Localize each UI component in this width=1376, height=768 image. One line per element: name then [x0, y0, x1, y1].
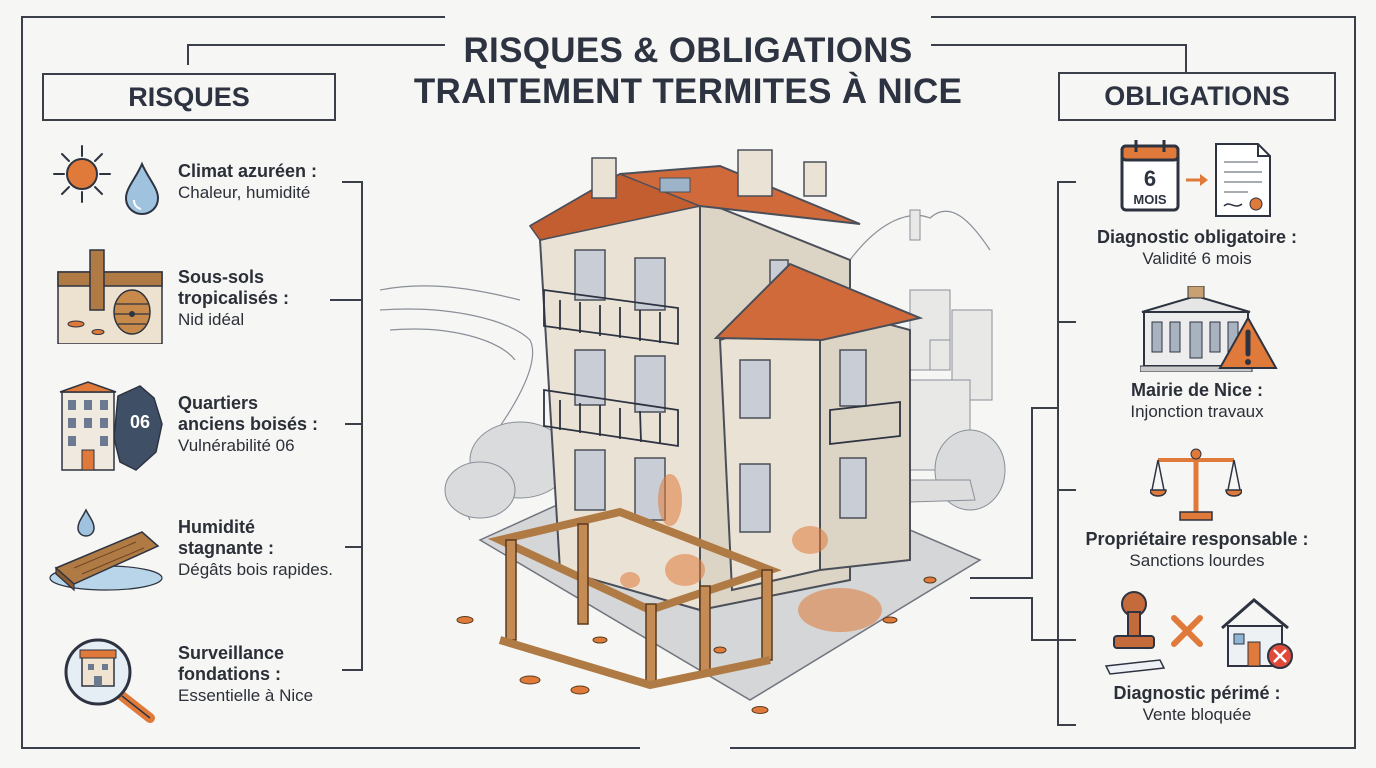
risk-quartiers: Quartiers anciens boisés : Vulnérabilité…: [178, 393, 318, 456]
risk-climat: Climat azuréen : Chaleur, humidité: [178, 161, 317, 203]
risk-surveillance-title-2: fondations :: [178, 664, 281, 684]
risk-sous-sols-title-1: Sous-sols: [178, 267, 265, 287]
justice-scale-icon: [1150, 448, 1242, 521]
obligation-diagnostic-desc: Validité 6 mois: [1142, 249, 1252, 268]
risk-sous-sols-desc: Nid idéal: [178, 310, 245, 329]
calendar-document-icon: 6 MOIS: [1120, 140, 1271, 217]
risk-quartiers-title-2: anciens boisés :: [178, 414, 319, 434]
risk-sous-sols: Sous-sols tropicalisés : Nid idéal: [178, 267, 289, 330]
obligation-mairie-title: Mairie de Nice :: [1130, 380, 1264, 400]
obligation-perime-desc: Vente bloquée: [1142, 705, 1252, 724]
obligations-header-label: OBLIGATIONS: [1104, 81, 1290, 111]
sun-water-drop-icon: [53, 145, 160, 216]
building-termite-illustration: [379, 149, 1006, 714]
stamp-blocked-house-icon: [1104, 591, 1293, 675]
termite-nest-icon: [57, 249, 163, 344]
risks-header: RISQUES: [42, 73, 336, 121]
risk-humidite-title-2: stagnante :: [178, 538, 275, 558]
building-department-map-icon: 06: [59, 381, 163, 471]
obligation-perime-title: Diagnostic périmé :: [1113, 683, 1281, 703]
risk-quartiers-title-1: Quartiers: [178, 393, 259, 413]
risk-humidite-title-1: Humidité: [178, 517, 256, 537]
risk-sous-sols-title-2: tropicalisés :: [178, 288, 290, 308]
obligation-diagnostic: Diagnostic obligatoire : Validité 6 mois: [1047, 226, 1347, 270]
magnifier-building-icon: [64, 638, 155, 723]
page-title: RISQUES & OBLIGATIONS TRAITEMENT TERMITE…: [380, 30, 996, 112]
risk-climat-title: Climat azuréen :: [178, 161, 318, 181]
town-hall-warning-icon: [1140, 286, 1278, 372]
risk-climat-desc: Chaleur, humidité: [178, 183, 311, 202]
risk-humidite: Humidité stagnante : Dégâts bois rapides…: [178, 517, 333, 580]
risks-header-label: RISQUES: [128, 81, 250, 112]
obligation-proprietaire: Propriétaire responsable : Sanctions lou…: [1047, 528, 1347, 572]
risk-surveillance: Surveillance fondations : Essentielle à …: [178, 643, 313, 706]
obligation-mairie-desc: Injonction travaux: [1130, 402, 1264, 421]
wet-wood-plank-icon: [49, 508, 163, 592]
title-line-1: RISQUES & OBLIGATIONS: [463, 31, 913, 70]
obligation-proprietaire-desc: Sanctions lourdes: [1129, 551, 1265, 570]
obligation-proprietaire-title: Propriétaire responsable :: [1085, 529, 1309, 549]
calendar-number: 6: [1144, 166, 1156, 191]
obligation-perime: Diagnostic périmé : Vente bloquée: [1047, 682, 1347, 726]
risk-surveillance-desc: Essentielle à Nice: [178, 686, 314, 705]
risk-quartiers-desc: Vulnérabilité 06: [178, 436, 295, 455]
obligations-header: OBLIGATIONS: [1058, 72, 1336, 121]
department-badge: 06: [130, 412, 150, 432]
title-line-2: TRAITEMENT TERMITES À NICE: [413, 72, 963, 111]
risk-surveillance-title-1: Surveillance: [178, 643, 285, 663]
calendar-unit: MOIS: [1133, 192, 1167, 207]
obligation-mairie: Mairie de Nice : Injonction travaux: [1047, 379, 1347, 423]
obligation-diagnostic-title: Diagnostic obligatoire :: [1096, 227, 1297, 247]
risk-humidite-desc: Dégâts bois rapides.: [178, 560, 333, 579]
